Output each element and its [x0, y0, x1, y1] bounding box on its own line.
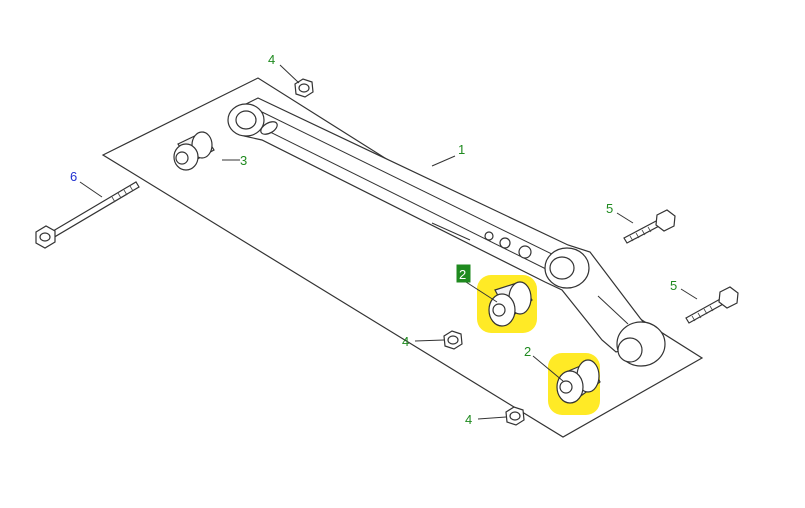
bolt-upper[interactable] — [623, 209, 676, 244]
nut-bottom[interactable] — [505, 406, 525, 426]
leader-bushing-selected — [465, 281, 498, 303]
callout-nut-bottom[interactable]: 4 — [465, 412, 472, 427]
leader-nut-bottom — [477, 416, 507, 420]
bushing-upper[interactable] — [173, 131, 215, 171]
callout-bolt-upper[interactable]: 5 — [606, 201, 613, 216]
leader-arm — [431, 155, 456, 167]
leader-nut-top — [279, 64, 300, 84]
leader-bolt-lower — [680, 288, 698, 300]
assembly-outline — [101, 77, 704, 438]
leader-bushing-lower — [532, 355, 564, 382]
leader-bolt-long — [79, 181, 103, 198]
callout-bolt-long[interactable]: 6 — [70, 169, 77, 184]
callout-nut-middle[interactable]: 4 — [402, 334, 409, 349]
callout-nut-top[interactable]: 4 — [268, 52, 275, 67]
callout-bushing-lower[interactable]: 2 — [524, 344, 531, 359]
nut-middle[interactable] — [443, 330, 463, 350]
bolt-lower[interactable] — [685, 286, 739, 324]
bushing-selected[interactable] — [488, 281, 533, 327]
callout-bushing-selected: 2 — [459, 267, 466, 282]
leader-bolt-upper — [616, 212, 634, 224]
lower-arm[interactable] — [227, 97, 666, 367]
bushing-lower[interactable] — [556, 359, 601, 404]
callout-bushing-upper[interactable]: 3 — [240, 153, 247, 168]
callout-bolt-lower[interactable]: 5 — [670, 278, 677, 293]
callout-arm[interactable]: 1 — [458, 142, 465, 157]
callout-bushing-selected-box[interactable]: 2 — [456, 264, 471, 283]
bolt-long[interactable] — [35, 181, 140, 249]
nut-top[interactable] — [294, 78, 314, 98]
leader-nut-middle — [414, 339, 445, 342]
